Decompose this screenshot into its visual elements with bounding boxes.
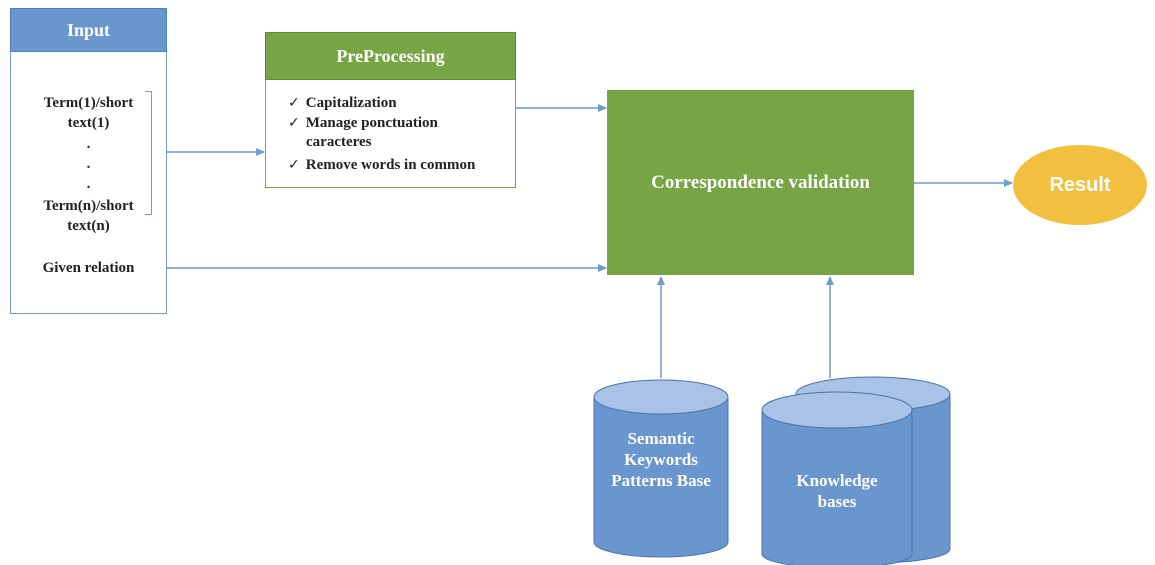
semantic-db-line3: Patterns Base xyxy=(611,471,711,490)
check-icon: ✓ xyxy=(288,115,300,131)
preprocessing-item-label: Remove words in common xyxy=(305,157,476,173)
check-icon: ✓ xyxy=(288,95,300,111)
ellipsis-dot-3: . xyxy=(86,176,91,192)
check-icon: ✓ xyxy=(288,157,300,173)
input-panel xyxy=(10,52,167,314)
preprocessing-item-label: Manage ponctuation xyxy=(305,115,438,131)
term-n-label: Term(n)/short text(n) xyxy=(12,196,165,236)
terms-bracket xyxy=(145,91,152,215)
semantic-db-line1: Semantic xyxy=(627,429,695,448)
preprocessing-item-punctuation-cont: caracteres xyxy=(306,134,372,150)
correspondence-validation-label: Correspondence validation xyxy=(651,171,870,193)
ellipsis-dot-1: . xyxy=(86,136,91,152)
term-1-label: Term(1)/short text(1) xyxy=(12,93,165,133)
term-n-line2: text(n) xyxy=(67,218,110,234)
result-label: Result xyxy=(1049,173,1111,196)
knowledge-db-line1: Knowledge xyxy=(796,471,878,490)
knowledge-db-line2: bases xyxy=(817,492,857,511)
input-header: Input xyxy=(10,8,167,52)
result-node: Result xyxy=(1013,145,1147,225)
correspondence-validation-box: Correspondence validation xyxy=(607,90,914,275)
semantic-db-line2: Keywords xyxy=(624,450,698,469)
preprocessing-header: PreProcessing xyxy=(265,32,516,80)
preprocessing-item-label: Capitalization xyxy=(305,95,397,111)
preprocessing-panel xyxy=(265,80,516,188)
preprocessing-item-capitalization: ✓ Capitalization xyxy=(288,94,397,112)
input-title: Input xyxy=(66,19,111,40)
term-1-line2: text(1) xyxy=(67,115,110,131)
term-n-line1: Term(n)/short xyxy=(43,198,134,214)
preprocessing-item-punctuation: ✓ Manage ponctuation xyxy=(288,114,438,132)
ellipsis-dot-2: . xyxy=(86,156,91,172)
preprocessing-title: PreProcessing xyxy=(336,45,445,66)
preprocessing-item-remove-common: ✓ Remove words in common xyxy=(288,156,475,174)
term-1-line1: Term(1)/short xyxy=(43,95,134,111)
knowledge-bases-db-icon xyxy=(761,376,951,565)
given-relation-label: Given relation xyxy=(42,260,135,276)
knowledge-db-label: Knowledge bases xyxy=(762,470,912,512)
semantic-db-label: Semantic Keywords Patterns Base xyxy=(594,428,728,491)
semantic-keywords-db-icon xyxy=(593,379,729,558)
